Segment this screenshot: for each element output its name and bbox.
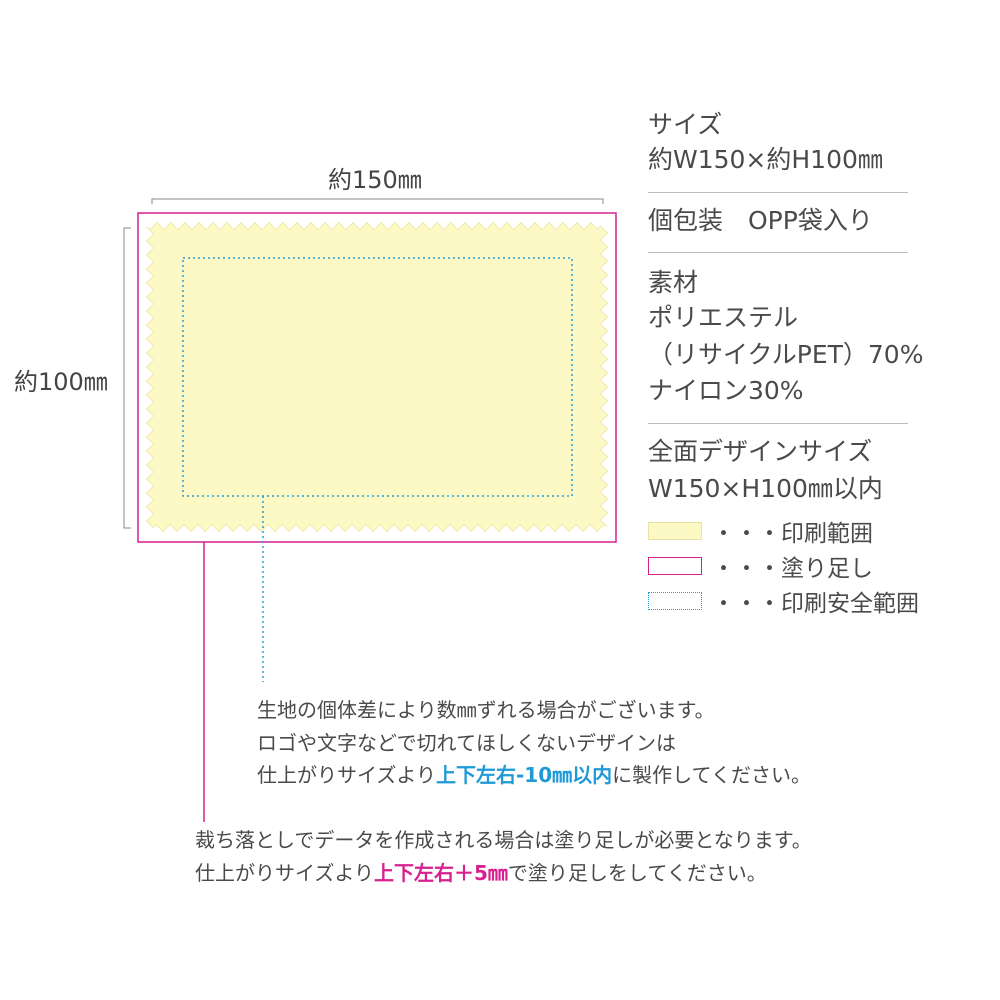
material-line-1: ポリエステル [648, 303, 799, 332]
packaging: 個包装 OPP袋入り [648, 206, 873, 235]
width-dimension-line [151, 198, 604, 204]
bleed-note-line-2: 仕上がりサイズより上下左右＋5㎜で塗り足しをしてください。 [195, 858, 767, 889]
legend-safe-area: ・・・印刷安全範囲 [648, 588, 919, 617]
print-area-swatch [648, 522, 702, 540]
legend-print-area: ・・・印刷範囲 [648, 518, 873, 547]
legend-bleed-label: ・・・塗り足し [712, 556, 873, 582]
width-label: 約150㎜ [328, 166, 422, 194]
bleed-note-prefix: 仕上がりサイズより [195, 861, 374, 885]
legend-print-area-label: ・・・印刷範囲 [712, 521, 873, 547]
height-dimension-line [123, 227, 131, 529]
safe-note-highlight: 上下左右-10㎜以内 [436, 763, 613, 787]
material-line-3: ナイロン30% [648, 376, 804, 405]
design-size-title: 全面デザインサイズ [648, 437, 873, 466]
safe-note-suffix: に製作してください。 [612, 763, 811, 787]
material-line-2: （リサイクルPET）70% [648, 340, 924, 369]
safe-note-line-1: 生地の個体差により数㎜ずれる場合がございます。 [257, 698, 715, 722]
size-title: サイズ [648, 110, 723, 139]
divider [648, 192, 908, 193]
design-size-value: W150×H100㎜以内 [648, 474, 883, 503]
safe-area-outline [182, 257, 573, 497]
size-value: 約W150×約H100㎜ [648, 145, 883, 174]
safe-note-prefix: 仕上がりサイズより [257, 763, 436, 787]
safe-area-swatch [648, 592, 702, 610]
legend-safe-area-label: ・・・印刷安全範囲 [712, 591, 919, 617]
bleed-note-suffix: で塗り足しをしてください。 [507, 861, 767, 885]
bleed-note-highlight: 上下左右＋5㎜ [374, 861, 508, 885]
bleed-note-line-1: 裁ち落としでデータを作成される場合は塗り足しが必要となります。 [195, 828, 812, 852]
divider [648, 423, 908, 424]
material-title: 素材 [648, 268, 699, 297]
height-label: 約100㎜ [14, 368, 108, 396]
bleed-swatch [648, 557, 702, 575]
safe-note-line-3: 仕上がりサイズより上下左右-10㎜以内に製作してください。 [257, 760, 811, 791]
divider [648, 252, 908, 253]
bleed-outline [137, 212, 617, 543]
legend-bleed: ・・・塗り足し [648, 553, 873, 582]
safe-note-line-2: ロゴや文字などで切れてほしくないデザインは [257, 731, 676, 755]
print-area [145, 221, 609, 533]
